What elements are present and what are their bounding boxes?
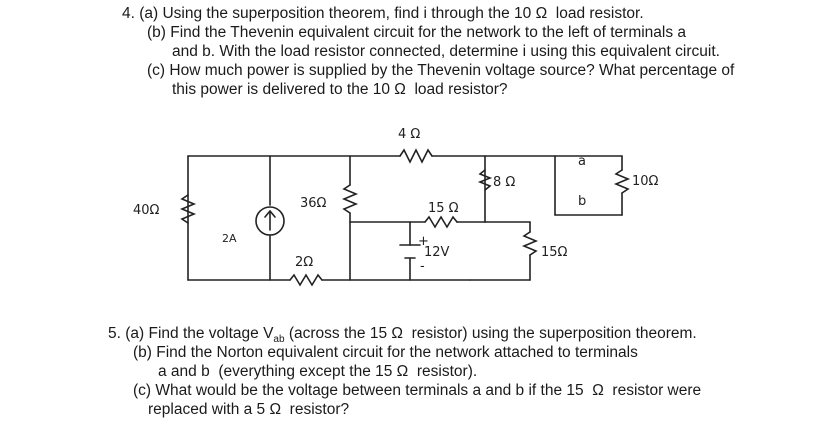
- problem5-part-b-line2: a and b (everything except the 15 Ω resi…: [158, 363, 478, 380]
- resistor-4ohm: [399, 148, 433, 164]
- label-15ohm-right: 15Ω: [541, 245, 568, 260]
- terminal-b: b: [578, 194, 586, 209]
- resistor-2ohm: [289, 273, 323, 287]
- resistor-10ohm: [613, 169, 631, 194]
- terminal-a: a: [578, 154, 586, 169]
- label-12v: 12V: [424, 245, 450, 260]
- problem5-part-a-post: (across the 15 Ω resistor) using the sup…: [284, 325, 697, 342]
- problem5-part-c-line2: replaced with a 5 Ω resistor?: [148, 401, 350, 418]
- label-4ohm: 4 Ω: [398, 127, 420, 142]
- problem5-part-a-sub: ab: [273, 334, 285, 346]
- problem4-part-c-line2: this power is delivered to the 10 Ω load…: [172, 81, 508, 98]
- resistor-36ohm: [341, 184, 359, 214]
- problem5-part-a-pre: 5. (a) Find the voltage V: [108, 325, 274, 342]
- label-8ohm: 8 Ω: [493, 175, 515, 190]
- problem5-part-b-line1: (b) Find the Norton equivalent circuit f…: [133, 344, 638, 361]
- problem4-part-b-line2: and b. With the load resistor connected,…: [172, 43, 720, 60]
- resistor-40ohm: [179, 194, 197, 224]
- problem4-part-c-line1: (c) How much power is supplied by the Th…: [147, 62, 735, 79]
- label-2a: 2A: [222, 232, 237, 245]
- resistor-8ohm: [477, 169, 493, 191]
- label-36ohm: 36Ω: [300, 196, 327, 211]
- problem5-part-c-line1: (c) What would be the voltage between te…: [133, 382, 702, 399]
- label-minus: -: [420, 259, 425, 274]
- label-plus: +: [418, 234, 429, 249]
- resistor-15ohm-right: [521, 231, 539, 256]
- problem4-part-a: 4. (a) Using the superposition theorem, …: [122, 5, 644, 22]
- label-15ohm: 15 Ω: [428, 201, 459, 216]
- label-2ohm: 2Ω: [295, 255, 313, 270]
- label-10ohm: 10Ω: [632, 174, 659, 189]
- resistor-15ohm: [424, 215, 458, 229]
- problem5-part-a: 5. (a) Find the voltage Vab (across the …: [108, 324, 697, 349]
- label-40ohm: 40Ω: [133, 203, 160, 218]
- problem4-part-b-line1: (b) Find the Thevenin equivalent circuit…: [147, 24, 687, 41]
